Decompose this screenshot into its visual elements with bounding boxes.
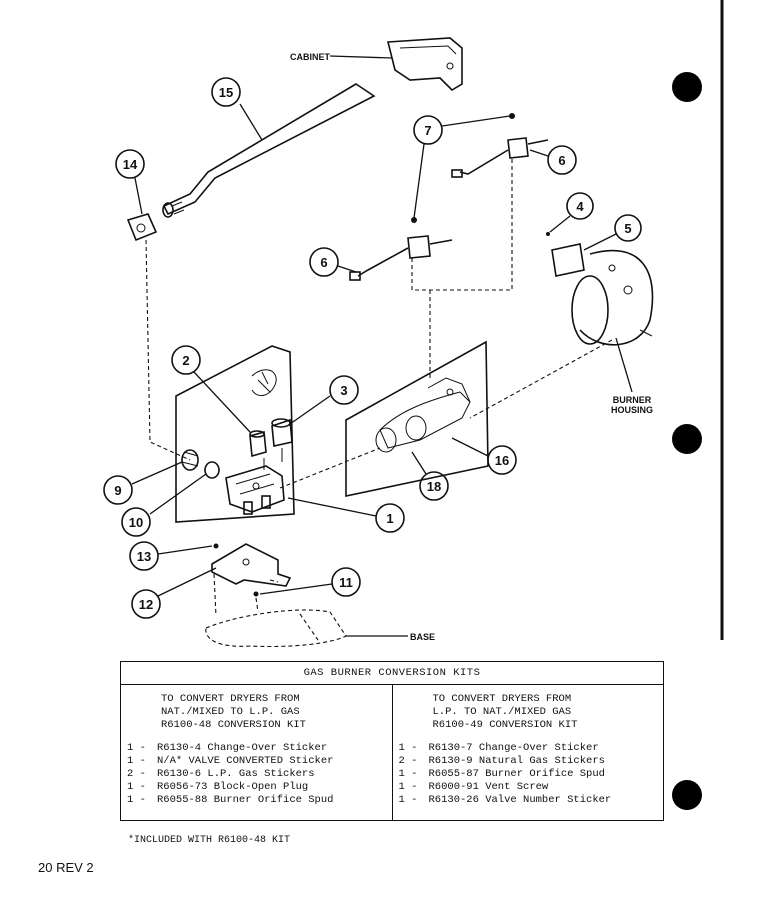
registration-mark-middle: [672, 424, 702, 454]
callout-14-circle: [115, 149, 145, 179]
callout-7: 7: [424, 123, 431, 138]
burner-assembly-part-16: [345, 340, 489, 497]
kit-column-left: TO CONVERT DRYERS FROM NAT./MIXED TO L.P…: [121, 685, 392, 821]
kit-column-right: TO CONVERT DRYERS FROM L.P. TO NAT./MIXE…: [391, 685, 664, 821]
callout-4-leader: [549, 215, 571, 233]
callout-12-leader: [157, 567, 217, 597]
callout-1-leader: [287, 497, 377, 517]
kit-left-item: 2 -R6130-6 L.P. Gas Stickers: [127, 768, 315, 780]
callout-18: 18: [427, 479, 441, 494]
registration-mark-top: [672, 72, 702, 102]
valve-to-burner-dashline: [279, 447, 381, 489]
callout-16: 16: [495, 453, 509, 468]
callout-9-circle: [103, 475, 133, 505]
conversion-kits-table: GAS BURNER CONVERSION KITS TO CONVERT DR…: [120, 661, 664, 821]
cabinet-bracket: [386, 37, 463, 92]
housing-to-burner-dashline: [469, 339, 613, 419]
kit-footnote: *INCLUDED WITH R6100-48 KIT: [128, 835, 291, 846]
kit-right-item: 2 -R6130-9 Natural Gas Stickers: [398, 755, 605, 767]
kit-right-item: 1 -R6130-7 Change-Over Sticker: [398, 742, 599, 754]
callout-16-leader: [451, 437, 489, 457]
callout-2-circle: [171, 345, 201, 375]
callout-16-circle: [487, 445, 517, 475]
callout-1: 1: [386, 511, 393, 526]
callout-11: 11: [339, 575, 353, 590]
callout-6a: 6: [558, 153, 565, 168]
callout-12-circle: [131, 589, 161, 619]
valve-bracket-part-12: [211, 543, 292, 597]
callout-18-leader: [411, 451, 427, 475]
cabinet-leader: [329, 55, 393, 59]
callout-6a-circle: [547, 145, 577, 175]
callout-10-circle: [121, 507, 151, 537]
callout-6b-leader: [337, 265, 357, 273]
callout-15-circle: [211, 77, 241, 107]
sensor-dashlines: [411, 158, 513, 380]
callout-14: 14: [123, 157, 138, 172]
kit-left-item: 1 -R6056-73 Block-Open Plug: [127, 781, 309, 793]
kit-right-heading: TO CONVERT DRYERS FROM L.P. TO NAT./MIXE…: [432, 693, 578, 731]
callout-6b: 6: [320, 255, 327, 270]
callout-7-circle: [413, 115, 443, 145]
callout-2: 2: [182, 353, 189, 368]
callout-11-circle: [331, 567, 361, 597]
callout-4-circle: [566, 192, 594, 220]
page-number: 20 REV 2: [38, 860, 94, 875]
callout-13-leader: [157, 545, 213, 555]
sensor-upper-part-6: [451, 113, 549, 178]
kit-left-heading: TO CONVERT DRYERS FROM NAT./MIXED TO L.P…: [161, 693, 306, 731]
callout-10: 10: [129, 515, 143, 530]
callout-5-leader: [583, 233, 617, 251]
bracket-to-base-dashline: [213, 573, 279, 617]
burner-housing: [546, 232, 654, 346]
fittings-parts-9-10: [181, 449, 220, 479]
callout-7-leader-a: [441, 115, 511, 127]
kit-left-item: 1 -N/A* VALVE CONVERTED Sticker: [127, 755, 334, 767]
callout-5-circle: [614, 214, 642, 242]
pipe-to-valve-dashline: [145, 239, 191, 461]
kits-table-title: GAS BURNER CONVERSION KITS: [121, 662, 663, 685]
callout-18-circle: [419, 471, 449, 501]
callout-6a-leader: [529, 149, 549, 157]
callout-6b-circle: [309, 247, 339, 277]
callout-11-leader: [259, 583, 333, 595]
sensor-lower-part-6: [349, 217, 453, 281]
gas-pipe-part-15: [162, 83, 376, 218]
kit-right-item: 1 -R6000-91 Vent Screw: [398, 781, 549, 793]
callout-4: 4: [576, 199, 584, 214]
valve-plate: [175, 345, 295, 523]
callout-7-leader-b: [413, 143, 425, 219]
callout-12: 12: [139, 597, 153, 612]
callout-14-leader: [134, 177, 143, 215]
callout-9-leader: [131, 461, 183, 485]
gas-valve-part-1: [225, 465, 285, 515]
callout-9: 9: [114, 483, 121, 498]
pipe-fitting-part-14: [126, 213, 158, 242]
callout-13-circle: [129, 541, 159, 571]
base-label: BASE: [410, 632, 435, 642]
callout-15: 15: [219, 85, 233, 100]
solenoid-coils-parts-2-3: [249, 418, 293, 470]
callout-15-leader: [239, 103, 263, 141]
registration-mark-bottom: [672, 780, 702, 810]
callout-3: 3: [340, 383, 347, 398]
burner-label: BURNER: [613, 395, 652, 405]
kit-right-item: 1 -R6055-87 Burner Orifice Spud: [398, 768, 605, 780]
callout-10-leader: [149, 473, 207, 515]
kit-left-item: 1 -R6130-4 Change-Over Sticker: [127, 742, 328, 754]
callout-3-leader: [289, 395, 331, 425]
base-outline: [205, 609, 347, 648]
burner-housing-leader: [615, 337, 633, 393]
cabinet-label: CABINET: [290, 52, 331, 62]
kit-left-item: 1 -R6055-88 Burner Orifice Spud: [127, 794, 334, 806]
callout-13: 13: [137, 549, 151, 564]
housing-label: HOUSING: [611, 405, 653, 415]
callout-3-circle: [329, 375, 359, 405]
callout-1-circle: [375, 503, 405, 533]
kit-right-item: 1 -R6130-26 Valve Number Sticker: [398, 794, 612, 806]
callout-5: 5: [624, 221, 631, 236]
callout-2-leader: [193, 371, 251, 433]
